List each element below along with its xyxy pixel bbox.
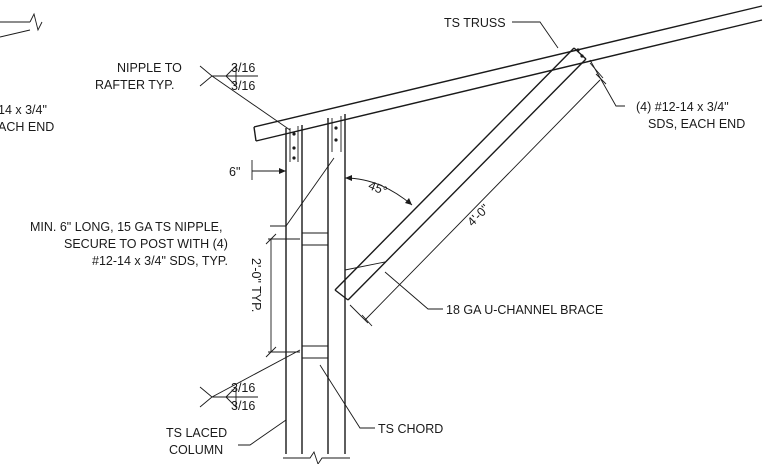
laced-column-left-chord: [285, 125, 303, 454]
leader-laced-column: [238, 419, 287, 446]
ts-chord-right: [327, 114, 346, 454]
brace-length-dimension: [349, 62, 607, 327]
weld-symbol-bottom: [199, 349, 301, 409]
break-line-bottom: [283, 450, 350, 464]
right-sds-label-2: SDS, EACH END: [648, 117, 745, 131]
nipple-to-rafter-label-2: RAFTER TYP.: [95, 78, 174, 92]
nipple-spec-label: MIN. 6" LONG, 15 GA TS NIPPLE,: [30, 220, 222, 234]
ts-chord-label: TS CHORD: [378, 422, 443, 436]
weld-top-size-b: 3/16: [231, 79, 255, 93]
nipple-spec-label-2: SECURE TO POST WITH (4): [64, 237, 228, 251]
leader-right-sds: [589, 59, 625, 107]
six-inch-dimension: [251, 160, 286, 180]
lacing-bar-upper: [302, 232, 328, 246]
cut-member-fragment: [0, 12, 43, 38]
brace-length-label: 4'-0": [465, 202, 492, 229]
angle-45-label: 45°: [366, 178, 389, 198]
weld-top-size-a: 3/16: [231, 61, 255, 75]
right-sds-label: (4) #12-14 x 3/4": [636, 100, 729, 114]
ts-truss-rafter: [253, 5, 763, 142]
weld-bottom-size-a: 3/16: [231, 381, 255, 395]
lacing-bar-lower: [302, 345, 328, 359]
ts-nipple-right: [331, 116, 342, 152]
leader-ts-chord: [319, 364, 375, 429]
nipple-spec-label-3: #12-14 x 3/4" SDS, TYP.: [92, 254, 228, 268]
cut-sds-label-2: ACH END: [0, 120, 54, 134]
leader-u-channel: [384, 271, 443, 310]
laced-column-label: TS LACED: [166, 426, 227, 440]
spacing-label: 2'-0" TYP.: [249, 258, 263, 312]
nipple-to-rafter-label: NIPPLE TO: [117, 61, 182, 75]
ts-nipple-left: [289, 126, 299, 162]
cut-sds-label: 14 x 3/4": [0, 103, 47, 117]
u-channel-brace: [334, 47, 587, 301]
angle-45-dimension: [344, 175, 413, 206]
weld-symbol-top: [199, 64, 291, 131]
six-inch-label: 6": [229, 165, 240, 179]
laced-column-label-2: COLUMN: [169, 443, 223, 457]
ts-truss-label: TS TRUSS: [444, 16, 506, 30]
spacing-dimension: [265, 233, 300, 358]
weld-bottom-size-b: 3/16: [231, 399, 255, 413]
leader-ts-truss: [512, 21, 559, 49]
u-channel-brace-label: 18 GA U-CHANNEL BRACE: [446, 303, 603, 317]
leader-min-nipple: [270, 157, 335, 227]
